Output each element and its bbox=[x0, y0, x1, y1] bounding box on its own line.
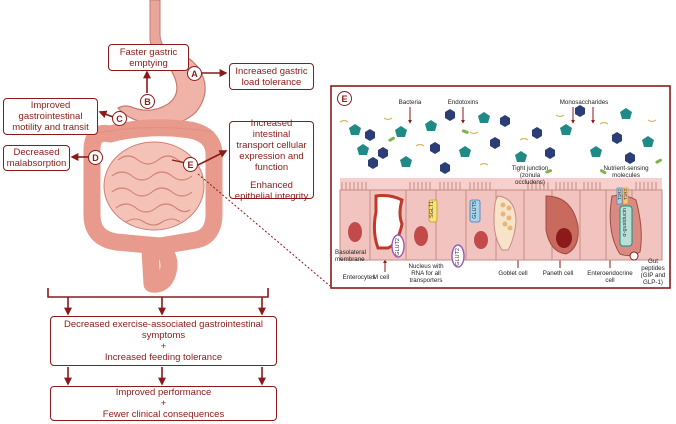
gastric-load-tolerance-box: Increased gastric load tolerance bbox=[229, 63, 314, 90]
basolateral-label: Basolateral membrane bbox=[335, 249, 366, 263]
epithelial-integrity-text: Enhanced epithelial integrity bbox=[234, 180, 309, 202]
tight-junction-label: Tight junction (zonula occludens) bbox=[511, 165, 549, 186]
gi-motility-text: Improved gastrointestinal motility and t… bbox=[12, 100, 89, 133]
enteroendocrine-label: Enteroendocrine cell bbox=[587, 270, 633, 284]
t1r3-label: T1R3 bbox=[623, 189, 628, 201]
outcome-symptoms-box: Decreased exercise-associated gastrointe… bbox=[50, 316, 277, 366]
intestinal-transport-text: Increased intestinal transport cellular … bbox=[236, 118, 307, 173]
marker-d: D bbox=[88, 150, 103, 165]
enterocytes-label: Enterocytes bbox=[342, 274, 376, 281]
large-intestine bbox=[83, 119, 223, 293]
marker-a: A bbox=[187, 66, 202, 81]
gastric-load-tolerance-text: Increased gastric load tolerance bbox=[235, 65, 308, 88]
nucleus-label: Nucleus with RNA for all transporters bbox=[408, 263, 444, 284]
goblet-cell-label: Goblet cell bbox=[498, 270, 528, 277]
outcome-clinical-text: Fewer clinical consequences bbox=[102, 409, 225, 420]
malabsorption-text: Decreased malabsorption bbox=[6, 147, 67, 169]
m-cell bbox=[372, 194, 404, 250]
marker-e: E bbox=[183, 157, 198, 172]
malabsorption-box: Decreased malabsorption bbox=[3, 145, 70, 171]
paneth-cell-label: Paneth cell bbox=[542, 270, 574, 277]
outcome-feeding-text: Increased feeding tolerance bbox=[104, 352, 223, 363]
outcome-performance-text: Improved performance bbox=[115, 387, 212, 398]
outcome-plus-1: + bbox=[160, 341, 167, 352]
glut2-label-b: GLUT2 bbox=[455, 248, 461, 266]
faster-gastric-emptying-text: Faster gastric emptying bbox=[119, 46, 178, 69]
glut2-label-a: GLUT2 bbox=[395, 238, 401, 256]
sglt1-label: SGLT1 bbox=[429, 201, 435, 219]
gi-motility-box: Improved gastrointestinal motility and t… bbox=[3, 98, 98, 135]
t1r2-label: T1R2 bbox=[617, 189, 622, 201]
intestinal-transport-box: Increased intestinal transport cellular … bbox=[229, 118, 314, 202]
marker-b: B bbox=[140, 94, 155, 109]
gustducin-label: α-gustducin bbox=[622, 208, 628, 237]
outcome-symptoms-text: Decreased exercise-associated gastrointe… bbox=[63, 319, 264, 341]
nutrient-sensing-label: Nutrient-sensing molecules bbox=[603, 165, 649, 179]
panel-e-marker: E bbox=[337, 91, 352, 106]
epithelium bbox=[339, 178, 663, 268]
faster-gastric-emptying-box: Faster gastric emptying bbox=[108, 44, 189, 71]
outcome-performance-box: Improved performance + Fewer clinical co… bbox=[50, 386, 277, 421]
gut-peptides-label: Gut peptides (GIP and GLP-1) bbox=[640, 258, 666, 286]
m-cell-label: M cell bbox=[372, 274, 390, 281]
glut5-label: GLUT5 bbox=[472, 201, 478, 219]
marker-c: C bbox=[112, 111, 127, 126]
bacteria-label: Bacteria bbox=[398, 99, 422, 106]
lumen-molecules bbox=[339, 105, 662, 175]
small-intestine bbox=[103, 141, 205, 231]
monosaccharides-label: Monosaccharides bbox=[559, 99, 609, 106]
outcome-plus-2: + bbox=[160, 398, 167, 409]
endotoxins-label: Endotoxins bbox=[447, 99, 479, 106]
